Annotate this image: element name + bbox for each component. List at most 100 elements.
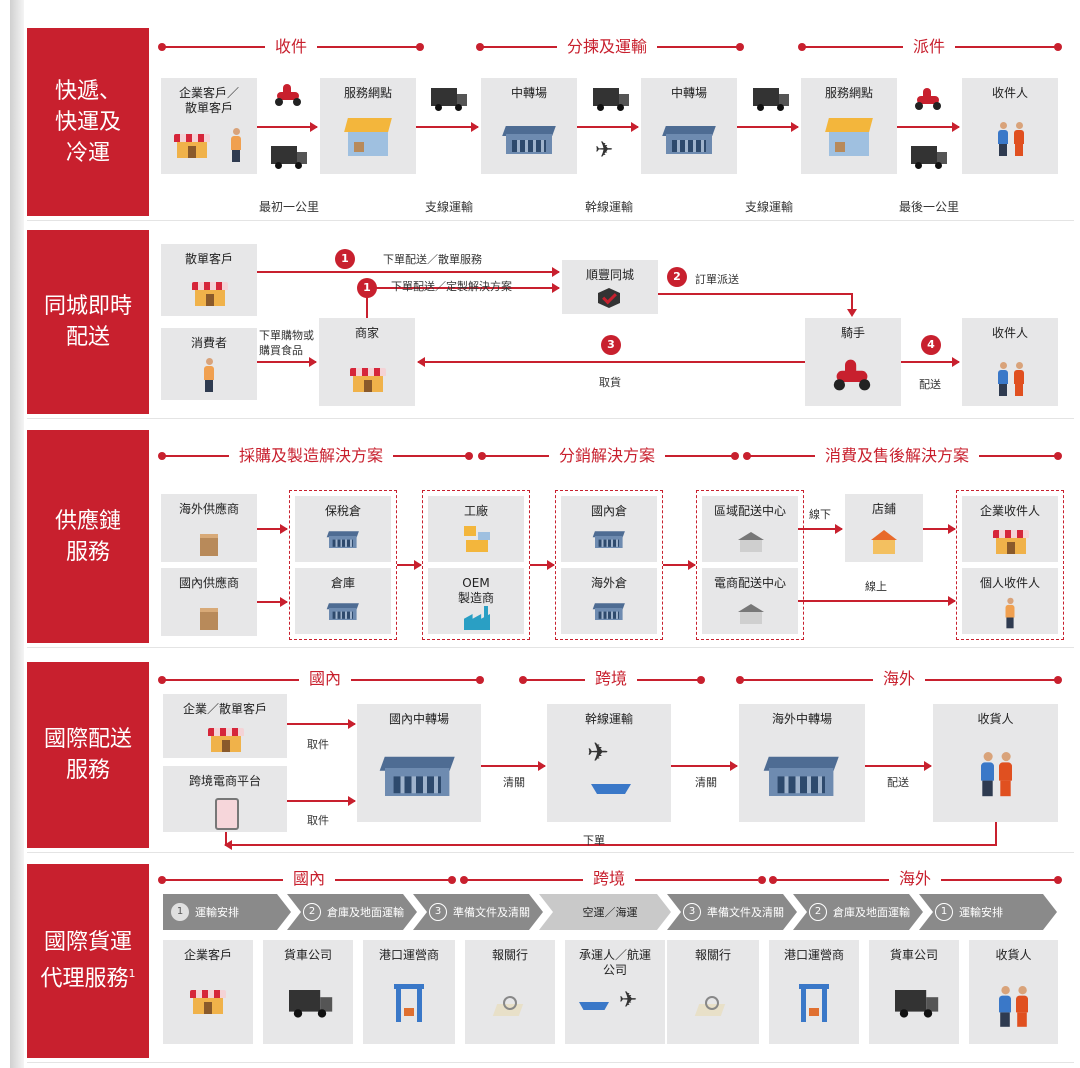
party-customs-broker: 報關行 (667, 940, 759, 1044)
footnote-marker: 1 (128, 967, 136, 981)
link-first-mile: 最初一公里 (259, 200, 320, 214)
flow-line (225, 832, 227, 846)
node-label: 散單客戶 (184, 252, 233, 266)
node-label: 中轉場 (670, 86, 707, 100)
node-individual-recipient: 個人收件人 (962, 568, 1058, 634)
node-label: 工廠 (463, 504, 488, 518)
airplane-icon: ✈ (619, 988, 638, 1013)
node-label: 企業／散單客戶 (182, 702, 267, 716)
node-label: 區域配送中心 (713, 504, 786, 518)
warehouse-icon (662, 124, 716, 154)
node-label: 港口運營商 (378, 948, 439, 962)
ship-icon (591, 784, 631, 794)
flow-arrow (257, 524, 288, 534)
node-label: 中轉場 (510, 86, 547, 100)
warehouse-icon (592, 530, 625, 548)
node-label: 企業客戶／ 散單客戶 (178, 86, 239, 115)
flow-arrow (897, 122, 960, 132)
chevron-number: 3 (683, 903, 701, 921)
section-express: 快遞、 快運及 冷運 收件 分揀及運輸 派件 企業客戶／ 散單客戶 服務網點 中… (27, 28, 1074, 221)
node-oem: OEM 製造商 (428, 568, 524, 634)
flow-arrow (257, 267, 560, 277)
party-port-operator: 港口運營商 (363, 940, 455, 1044)
step-1b-label: 下單配送／定製解決方案 (391, 280, 512, 293)
chevron-number: 2 (809, 903, 827, 921)
port-crane-icon (799, 984, 829, 1022)
flow-arrow (366, 283, 560, 293)
person-icon (981, 752, 994, 797)
node-label: OEM 製造商 (457, 576, 494, 605)
chevron-label: 運輸安排 (959, 906, 1003, 919)
flow-arrow (663, 560, 696, 570)
flow-arrow (287, 719, 356, 729)
node-overseas-supplier: 海外供應商 (161, 494, 257, 562)
section-supply: 供應鏈 服務 採購及製造解決方案 分銷解決方案 消費及售後解決方案 海外供應商 … (27, 430, 1074, 648)
node-label: 服務網點 (824, 86, 873, 100)
group-factories (422, 490, 530, 640)
node-bonded-warehouse: 保稅倉 (295, 496, 391, 562)
flow-arrow (257, 122, 318, 132)
node-factory: 工廠 (428, 496, 524, 562)
flow-arrow (577, 122, 639, 132)
flow-arrow (923, 524, 956, 534)
section-label-intl: 國際配送 服務 (27, 662, 149, 848)
chevron-label: 倉庫及地面運輸 (833, 906, 910, 919)
warehouse-icon (326, 530, 359, 548)
chevron-step: 2 倉庫及地面運輸 (793, 894, 923, 930)
section-label-express: 快遞、 快運及 冷運 (27, 28, 149, 216)
customs-document-icon (492, 996, 525, 1016)
party-trucking-company: 貨車公司 (869, 940, 959, 1044)
step-number: 1 (335, 249, 355, 269)
clearance-label: 清關 (503, 776, 525, 789)
party-enterprise-customer: 企業客戶 (163, 940, 253, 1044)
flow-arrow (798, 524, 843, 534)
node-label: 騎手 (840, 326, 865, 340)
airplane-icon: ✈ (595, 138, 614, 163)
phase-dot (1054, 452, 1062, 460)
node-label: 企業客戶 (183, 948, 232, 962)
node-label: 跨境電商平台 (188, 774, 261, 788)
node-label: 港口運營商 (783, 948, 844, 962)
flow-line (995, 822, 997, 846)
phase-dot (697, 676, 705, 684)
node-domestic-warehouse: 國內倉 (561, 496, 657, 562)
flow-arrow (257, 597, 288, 607)
link-last-mile: 最後一公里 (899, 200, 960, 214)
phase-dot (448, 876, 456, 884)
party-customs-broker: 報關行 (465, 940, 555, 1044)
customs-document-icon (694, 996, 727, 1016)
chevron-number: 1 (935, 903, 953, 921)
person-icon (204, 358, 214, 392)
step-number: 1 (357, 278, 377, 298)
flow-arrow (901, 357, 960, 367)
courier-icon (1014, 122, 1024, 156)
warehouse-icon (502, 124, 556, 154)
node-label: 貨車公司 (889, 948, 938, 962)
parcel-icon (200, 608, 218, 630)
node-label: 國內中轉場 (388, 712, 449, 726)
flow-arrow (397, 560, 422, 570)
shop-icon (993, 530, 1029, 554)
warehouse-icon (379, 754, 455, 796)
node-warehouse: 倉庫 (295, 568, 391, 634)
flow-line (851, 293, 853, 311)
person-icon (999, 986, 1011, 1027)
node-domestic-hub: 國內中轉場 (357, 704, 481, 822)
phase-sort: 分揀及運輸 (557, 38, 658, 56)
link-feeder-2: 支線運輸 (745, 200, 794, 214)
distribution-center-icon (738, 532, 764, 552)
phase-dot (1054, 43, 1062, 51)
node-store: 店鋪 (845, 494, 923, 562)
flow-arrow (257, 357, 317, 367)
offline-label: 線下 (809, 508, 831, 521)
phase-dot (416, 43, 424, 51)
oem-factory-icon (464, 606, 490, 630)
section-freight: 國際貨運 代理服務1 國內 跨境 海外 企業客戶 貨車公司 港口運營商 報關行 … (27, 864, 1074, 1063)
service-point-icon (344, 118, 392, 158)
phase-crossborder: 跨境 (583, 870, 636, 888)
scooter-icon (833, 359, 871, 391)
parcel-icon (200, 534, 218, 556)
